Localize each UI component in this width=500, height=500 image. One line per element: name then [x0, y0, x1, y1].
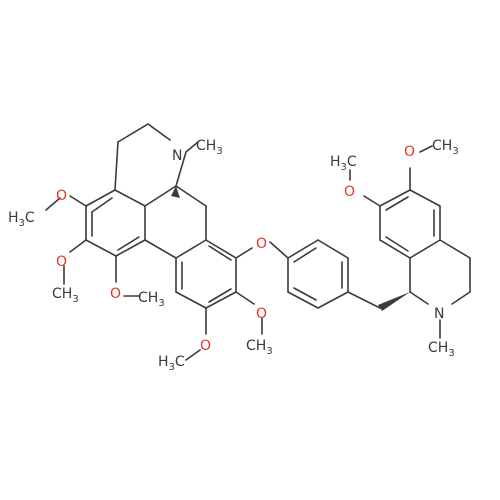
n-methyl-left: CH3	[196, 138, 223, 157]
oxygen-atom-iq1: O	[344, 184, 355, 200]
methyl-a3: CH3	[138, 290, 165, 309]
methyl-a1: H3C	[8, 210, 35, 229]
methyl-d1: H3C	[158, 354, 185, 373]
oxygen-atom-d2: O	[256, 306, 267, 322]
methyl-a2: CH3	[52, 286, 79, 305]
stereo-wedge-left	[171, 186, 180, 198]
oxygen-atom-a2: O	[56, 254, 67, 270]
oxygen-atom-d1: O	[200, 338, 211, 354]
n-methyl-right: CH3	[428, 340, 455, 359]
oxygen-atom-iq2: O	[404, 144, 415, 160]
nitrogen-atom-left: N	[172, 148, 182, 164]
oxygen-atom-a1: O	[56, 188, 67, 204]
oxygen-atom-a3: O	[110, 286, 121, 302]
methyl-d2: CH3	[246, 338, 273, 357]
ether-oxygen-atom: O	[256, 236, 267, 252]
atom-label-layer: N CH3 O H3C O CH3 O CH3 O H3C O CH3 O H3…	[8, 138, 459, 373]
stereo-wedge-right	[378, 292, 410, 311]
nitrogen-atom-right: N	[434, 306, 444, 322]
methyl-iq2: CH3	[432, 138, 459, 157]
methyl-iq1: H3C	[330, 154, 357, 173]
bond-layer	[45, 123, 471, 361]
